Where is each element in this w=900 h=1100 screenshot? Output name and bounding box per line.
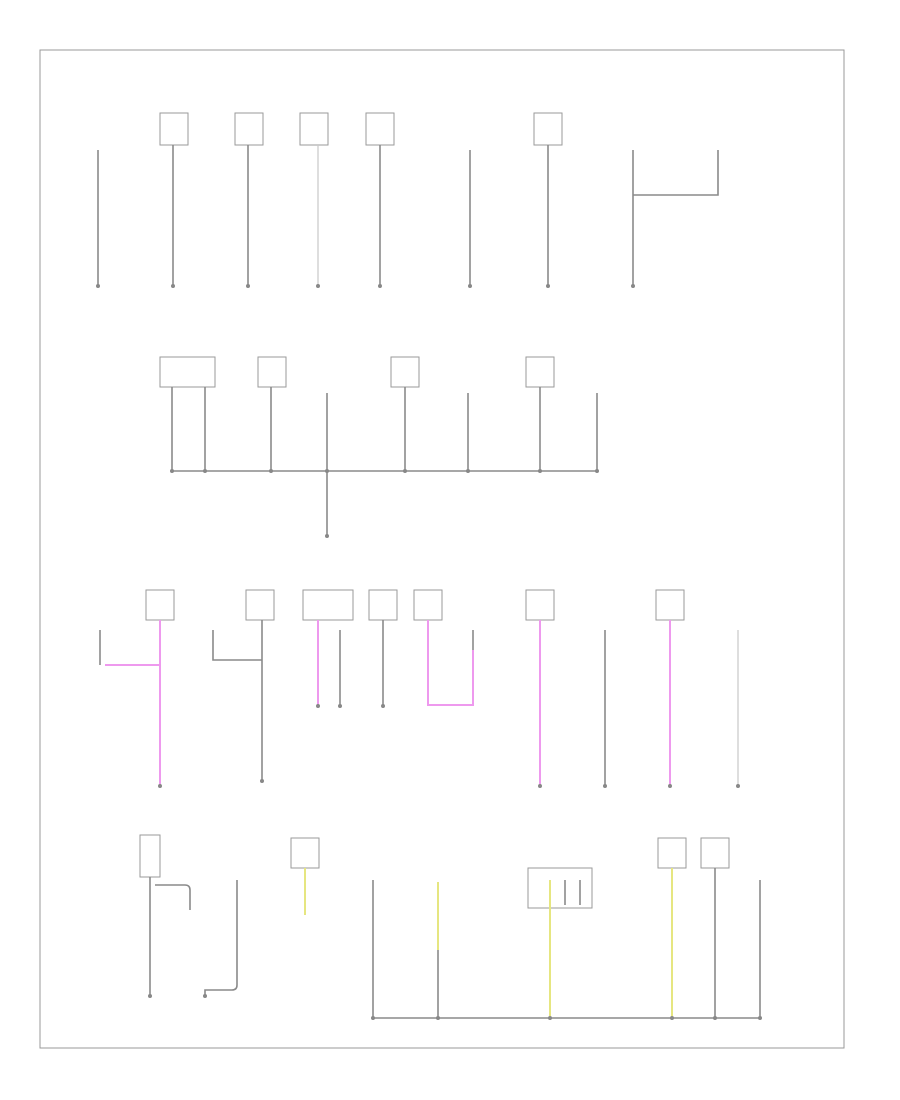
row-3 (99, 589, 740, 788)
ground-point (148, 994, 152, 998)
splice-point (670, 1016, 674, 1020)
component-box (527, 867, 593, 909)
row-2 (159, 356, 599, 538)
component-box (145, 589, 175, 621)
component-box (234, 112, 264, 146)
ground-point (603, 784, 607, 788)
splice-point (548, 1016, 552, 1020)
component-box (657, 837, 687, 869)
ground-point (736, 784, 740, 788)
splice-point (436, 1016, 440, 1020)
ground-point (631, 284, 635, 288)
component-box (365, 112, 395, 146)
component-box (257, 356, 287, 388)
ground-point (468, 284, 472, 288)
ground-point (378, 284, 382, 288)
ground-point (316, 704, 320, 708)
component-box (525, 356, 555, 388)
ground-point (538, 784, 542, 788)
component-box (245, 589, 275, 621)
component-box (533, 112, 563, 146)
component-box (302, 589, 354, 621)
ground-point (260, 779, 264, 783)
ground-point (171, 284, 175, 288)
ground-point (546, 284, 550, 288)
wire (204, 880, 238, 995)
ground-point (203, 994, 207, 998)
splice-point (713, 1016, 717, 1020)
splice-point (203, 469, 207, 473)
ground-point (158, 784, 162, 788)
ground-point (338, 704, 342, 708)
wire (155, 884, 191, 910)
component-box (368, 589, 398, 621)
splice-point (403, 469, 407, 473)
splice-point (325, 469, 329, 473)
splice-point (758, 1016, 762, 1020)
splice-point (269, 469, 273, 473)
splice-point (595, 469, 599, 473)
component-box (159, 112, 189, 146)
splice-point (170, 469, 174, 473)
ground-point (96, 284, 100, 288)
wire (212, 630, 262, 661)
wire (633, 150, 719, 196)
component-box (290, 837, 320, 869)
ground-point (668, 784, 672, 788)
row-1 (96, 112, 719, 288)
component-box (655, 589, 685, 621)
splice-point (466, 469, 470, 473)
component-box (525, 589, 555, 621)
splice-point (538, 469, 542, 473)
component-box (390, 356, 420, 388)
diagram-frame (39, 49, 845, 1049)
wire (427, 620, 474, 706)
ground-point (246, 284, 250, 288)
component-box (700, 837, 730, 869)
row-4 (139, 834, 762, 1020)
ground-point (325, 534, 329, 538)
component-box (139, 834, 161, 878)
ground-point (381, 704, 385, 708)
component-box (413, 589, 443, 621)
component-box (159, 356, 216, 388)
ground-point (316, 284, 320, 288)
component-box (299, 112, 329, 146)
splice-point (371, 1016, 375, 1020)
